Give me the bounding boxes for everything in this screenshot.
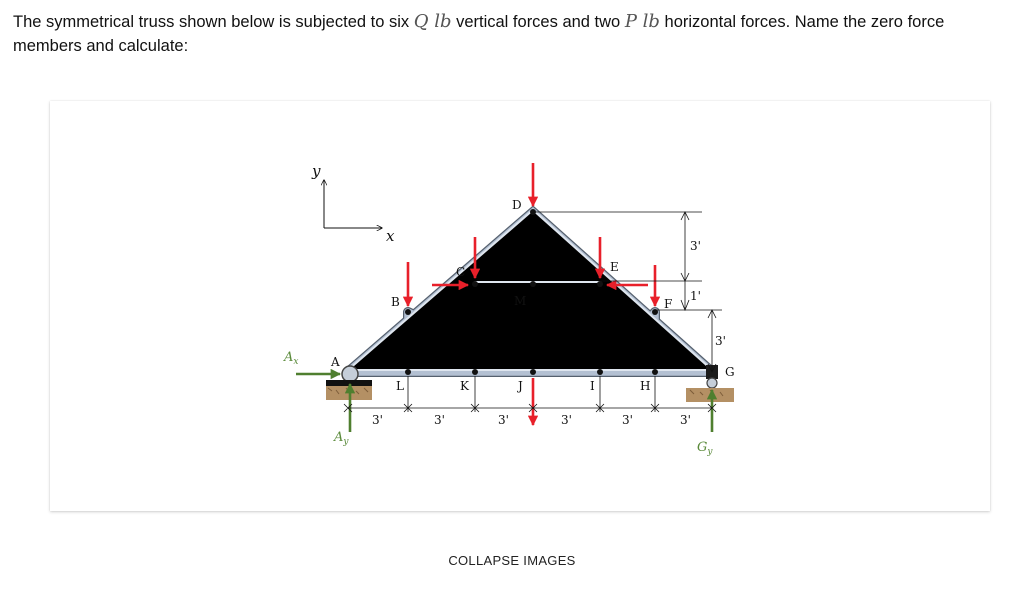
joint-label-j: J <box>516 379 523 393</box>
dim-span-2: 3' <box>434 413 445 427</box>
dim-span-6: 3' <box>680 413 691 427</box>
applied-loads <box>402 163 661 427</box>
reaction-ay-label: Ay <box>333 430 349 447</box>
joint-label-i: I <box>590 379 595 393</box>
dim-span-4: 3' <box>561 413 572 427</box>
joint-label-f: F <box>664 297 672 311</box>
p-symbol: P lb <box>624 11 660 32</box>
dim-height-low: 3' <box>715 334 726 348</box>
joint-label-h: H <box>640 379 650 393</box>
collapse-images-button[interactable]: COLLAPSE IMAGES <box>448 553 576 568</box>
height-dimensions <box>533 211 722 373</box>
dim-span-3: 3' <box>498 413 509 427</box>
question-part: horizontal forces. Name the zero force m… <box>13 13 945 55</box>
axis-x-label: x <box>386 227 395 245</box>
joint-labels: A B C D E F G H I J K L M <box>330 198 735 393</box>
question-text: The symmetrical truss shown below is sub… <box>13 10 1013 58</box>
span-dimensions <box>343 376 717 413</box>
joint-label-g: G <box>725 365 735 379</box>
dim-span-5: 3' <box>622 413 633 427</box>
q-symbol: Q lb <box>413 11 452 32</box>
reaction-ax-label: Ax <box>283 350 298 367</box>
joint-label-l: L <box>396 379 404 393</box>
reaction-gy-label: Gy <box>697 440 713 457</box>
joint-label-c: C <box>456 265 465 279</box>
joint-label-a: A <box>330 355 340 369</box>
image-card: y x <box>50 101 990 511</box>
axis-y-label: y <box>311 162 321 180</box>
joint-label-m: M <box>514 294 526 308</box>
joint-label-e: E <box>610 260 619 274</box>
truss-diagram: y x <box>283 162 735 457</box>
truss-members <box>343 205 717 377</box>
question-part: The symmetrical truss shown below is sub… <box>13 13 414 31</box>
joint-label-b: B <box>391 295 400 309</box>
axes: y x <box>311 162 395 245</box>
question-part: vertical forces and two <box>451 13 625 31</box>
dim-height-top: 3' <box>690 239 701 253</box>
joint-label-d: D <box>512 198 522 212</box>
dim-height-mid: 1' <box>690 289 701 303</box>
span-labels: 3' 3' 3' 3' 3' 3' <box>372 413 691 427</box>
dim-span-1: 3' <box>372 413 383 427</box>
joint-markers <box>345 209 658 375</box>
joint-label-k: K <box>460 379 470 393</box>
